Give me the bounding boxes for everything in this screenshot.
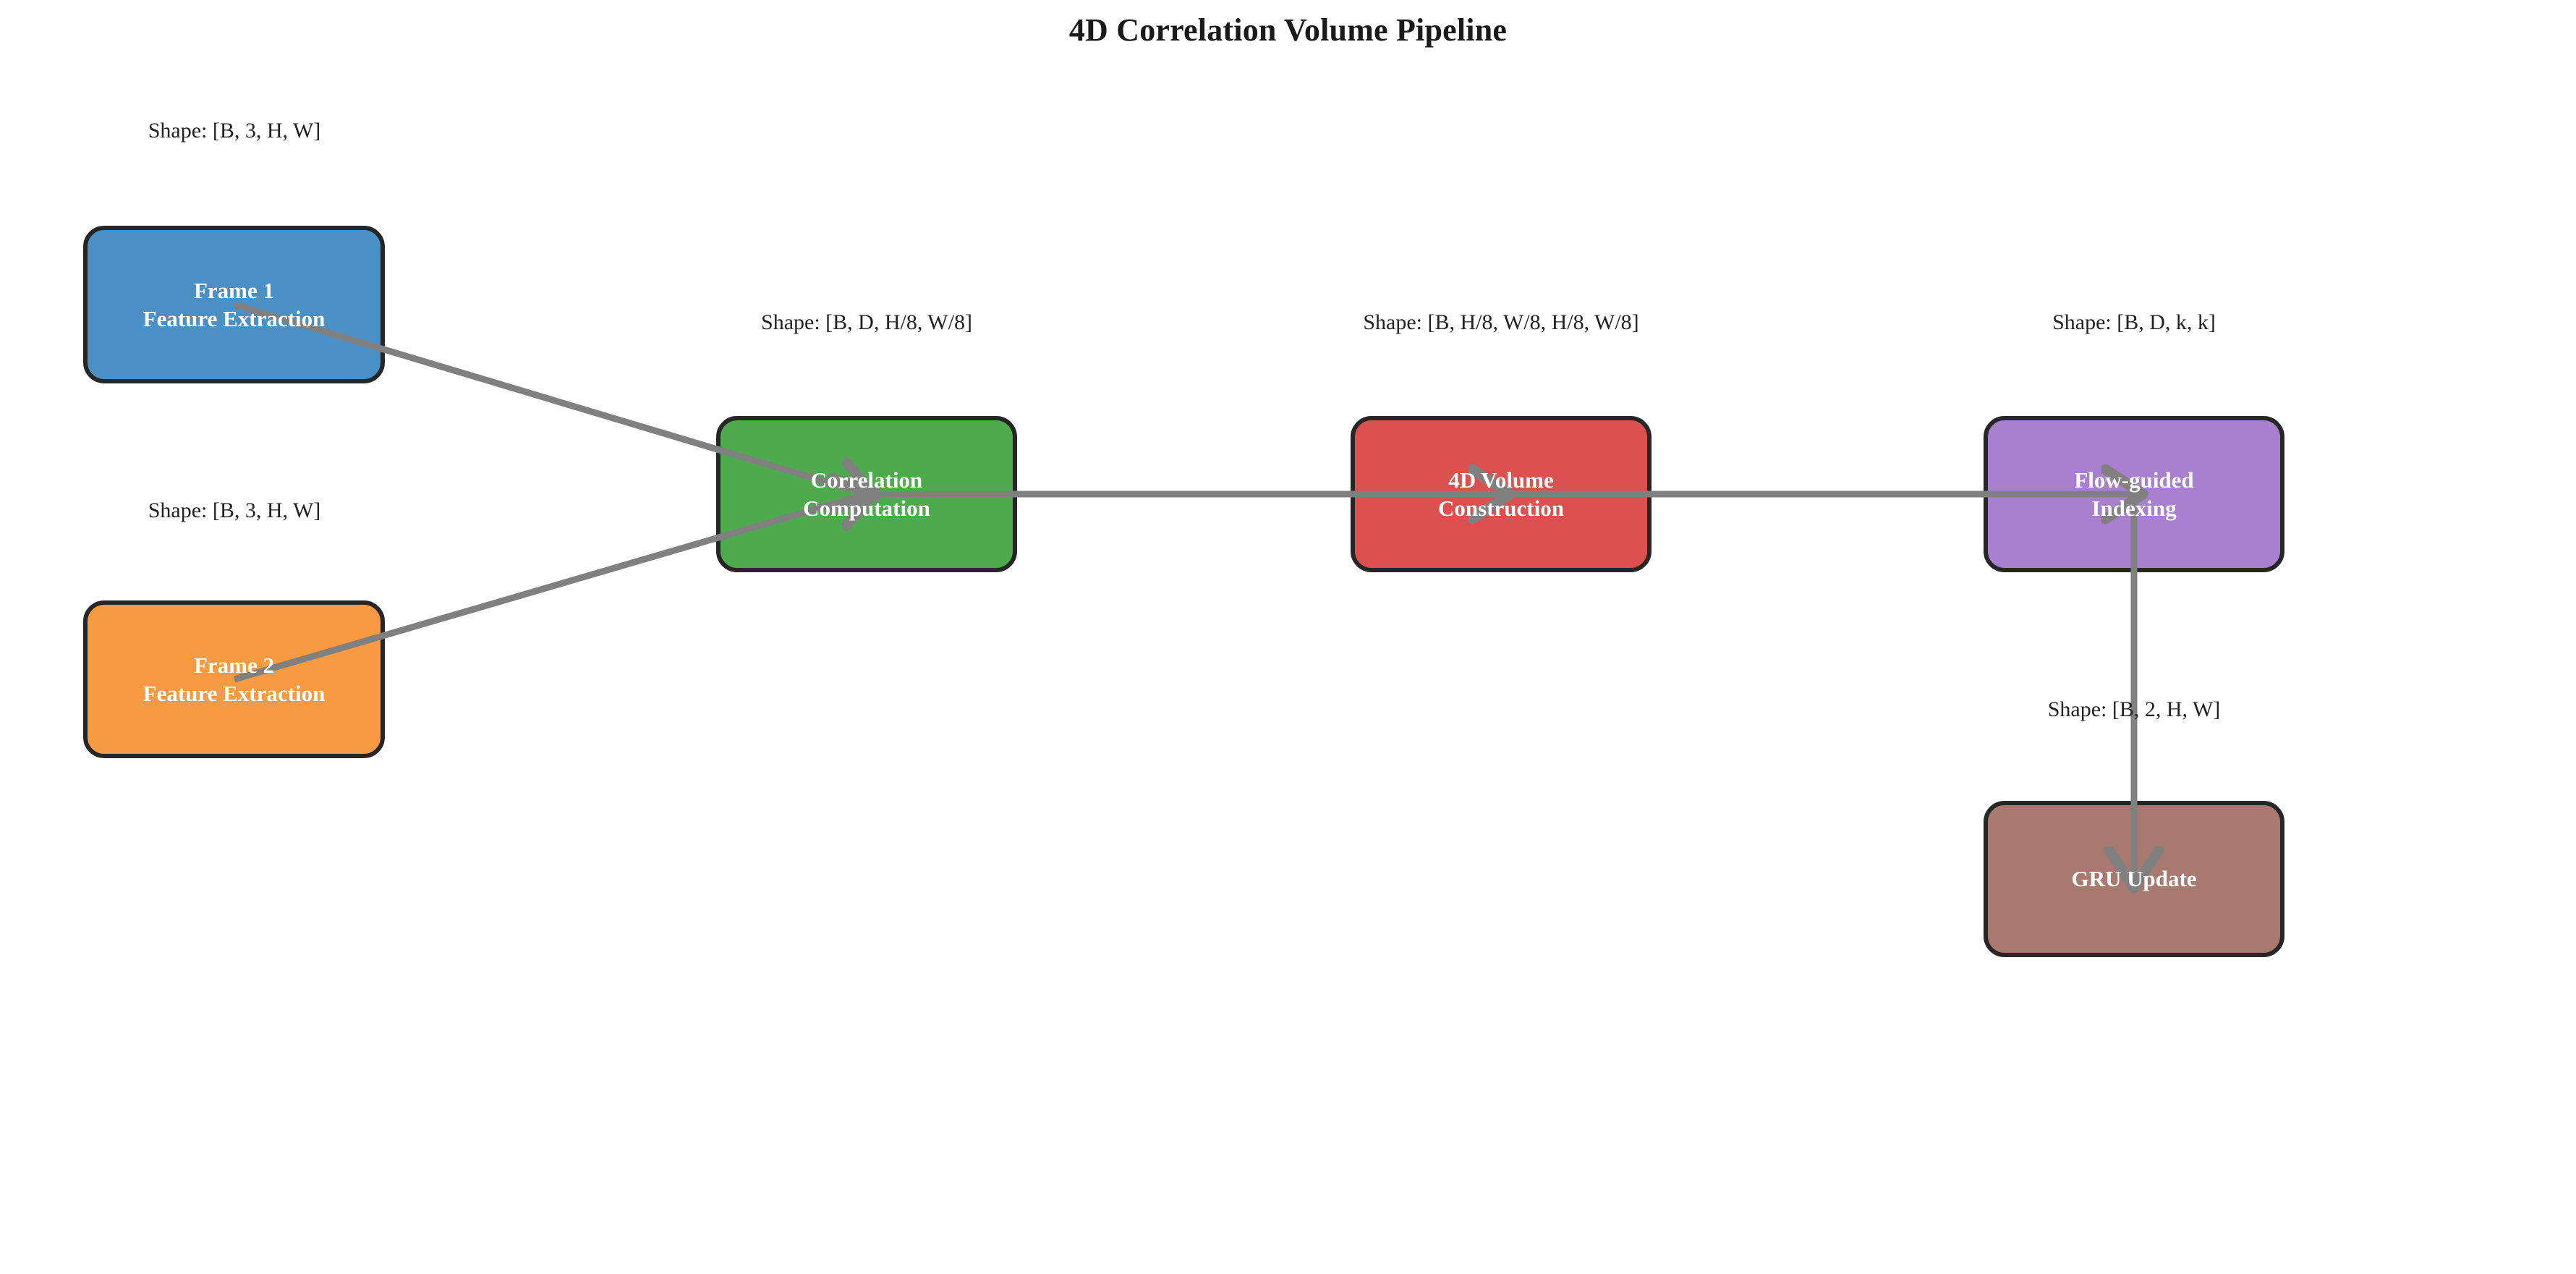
edges-layer <box>233 301 2134 879</box>
shape-label-indexing: Shape: [B, D, k, k] <box>2052 310 2216 334</box>
shape-label-frame2: Shape: [B, 3, H, W] <box>148 498 321 522</box>
node-box-frame2[interactable] <box>83 600 385 758</box>
shape-label-correlation: Shape: [B, D, H/8, W/8] <box>761 310 972 334</box>
shape-label-frame1: Shape: [B, 3, H, W] <box>148 119 321 143</box>
edge-frame1-to-correlation <box>233 301 867 494</box>
nodes-layer <box>83 226 2284 957</box>
shape-label-gru: Shape: [B, 2, H, W] <box>2047 697 2221 721</box>
node-box-frame1[interactable] <box>83 226 385 383</box>
edge-frame2-to-correlation <box>233 494 867 683</box>
shape-label-volume4d: Shape: [B, H/8, W/8, H/8, W/8] <box>1363 310 1639 334</box>
page-title: 4D Correlation Volume Pipeline <box>1068 12 1508 48</box>
